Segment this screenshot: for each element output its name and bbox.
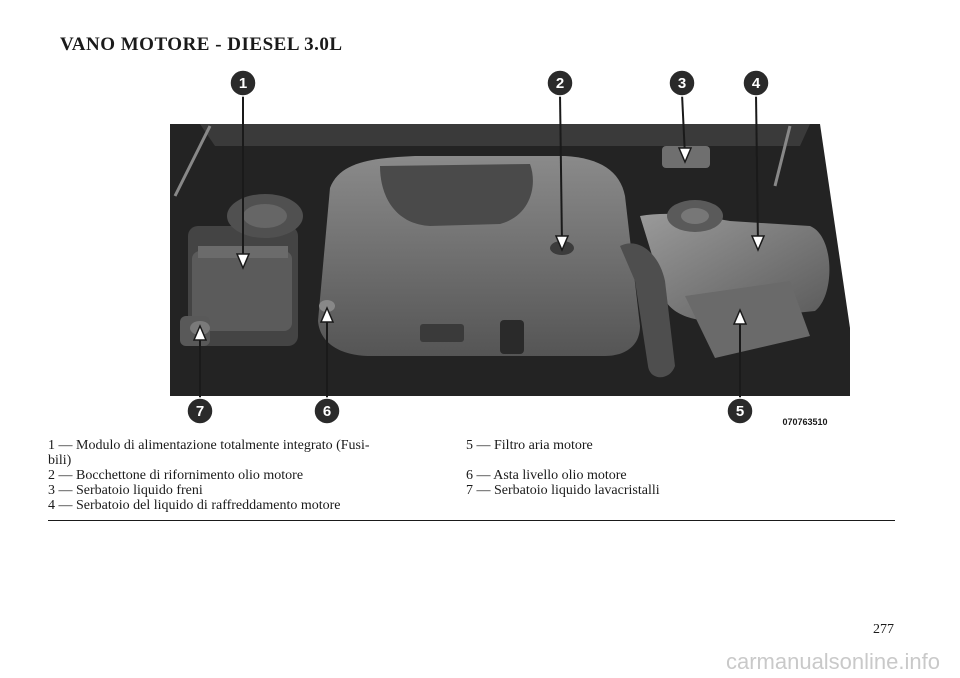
legend-right-column: 5 — Filtro aria motore 6 — Asta livello … xyxy=(466,438,886,498)
callout-1-circle xyxy=(229,69,257,97)
intake-duct xyxy=(620,243,675,378)
legend-item-5: 5 — Filtro aria motore xyxy=(466,438,593,453)
callout-7: 7 xyxy=(196,403,204,420)
callout-5-circle xyxy=(726,397,754,425)
legend-item-1-cont: bili) xyxy=(48,453,72,468)
figure-code: 070763510 xyxy=(782,417,827,427)
callout-4-circle xyxy=(742,69,770,97)
round-cap-left-inner xyxy=(243,204,287,228)
callout-5: 5 xyxy=(736,403,744,420)
callout-6: 6 xyxy=(323,403,331,420)
callout-2-circle xyxy=(546,69,574,97)
legend-item-6: 6 — Asta livello olio motore xyxy=(466,468,627,483)
arrow-6-head xyxy=(319,306,335,323)
arrow-5-head xyxy=(732,308,748,325)
arrow-3-line xyxy=(681,93,686,157)
coolant-cap-inner xyxy=(681,208,709,224)
legend-left-column: 1 — Modulo di alimentazione totalmente i… xyxy=(48,438,448,513)
engine-cover-slot xyxy=(420,324,464,342)
callout-2: 2 xyxy=(556,75,564,92)
legend-divider xyxy=(48,520,895,521)
callout-6-circle xyxy=(313,397,341,425)
power-module-box xyxy=(192,251,292,331)
callout-7-circle xyxy=(186,397,214,425)
arrow-3-head xyxy=(677,147,693,164)
air-filter-box xyxy=(685,281,810,358)
page-title: VANO MOTORE - DIESEL 3.0L xyxy=(60,34,343,55)
arrow-1-head xyxy=(235,253,251,270)
hood-strut-right xyxy=(773,125,792,187)
legend-item-7: 7 — Serbatoio liquido lavacristalli xyxy=(466,483,660,498)
watermark: carmanualsonline.info xyxy=(725,649,940,674)
dipstick-handle xyxy=(319,300,335,312)
legend-item-2: 2 — Bocchettone di rifornimento olio mot… xyxy=(48,468,304,483)
callout-3: 3 xyxy=(678,75,686,92)
arrow-7-head xyxy=(192,324,208,341)
callout-4: 4 xyxy=(752,75,761,92)
legend-item-4: 4 — Serbatoio del liquido di raffreddame… xyxy=(48,498,341,513)
callout-3-circle xyxy=(668,69,696,97)
arrow-2-line xyxy=(559,93,563,245)
hood-strut-left xyxy=(173,125,212,197)
engine-cover-ridges xyxy=(380,164,533,226)
legend-item-1: 1 — Modulo di alimentazione totalmente i… xyxy=(48,438,370,453)
arrow-2-head xyxy=(554,235,570,252)
callout-1: 1 xyxy=(239,75,247,92)
page-number: 277 xyxy=(873,622,894,637)
arrow-4-line xyxy=(755,93,759,245)
legend-item-3: 3 — Serbatoio liquido freni xyxy=(48,483,203,498)
engine-bay-figure: 1 2 3 4 5 6 7 070763510 xyxy=(170,66,850,436)
engine-bay-illustration: 1 2 3 4 5 6 7 070763510 xyxy=(170,69,850,427)
firewall-shape xyxy=(200,124,810,146)
arrow-4-head xyxy=(750,235,766,252)
dipstick-tube-shape xyxy=(500,320,524,354)
